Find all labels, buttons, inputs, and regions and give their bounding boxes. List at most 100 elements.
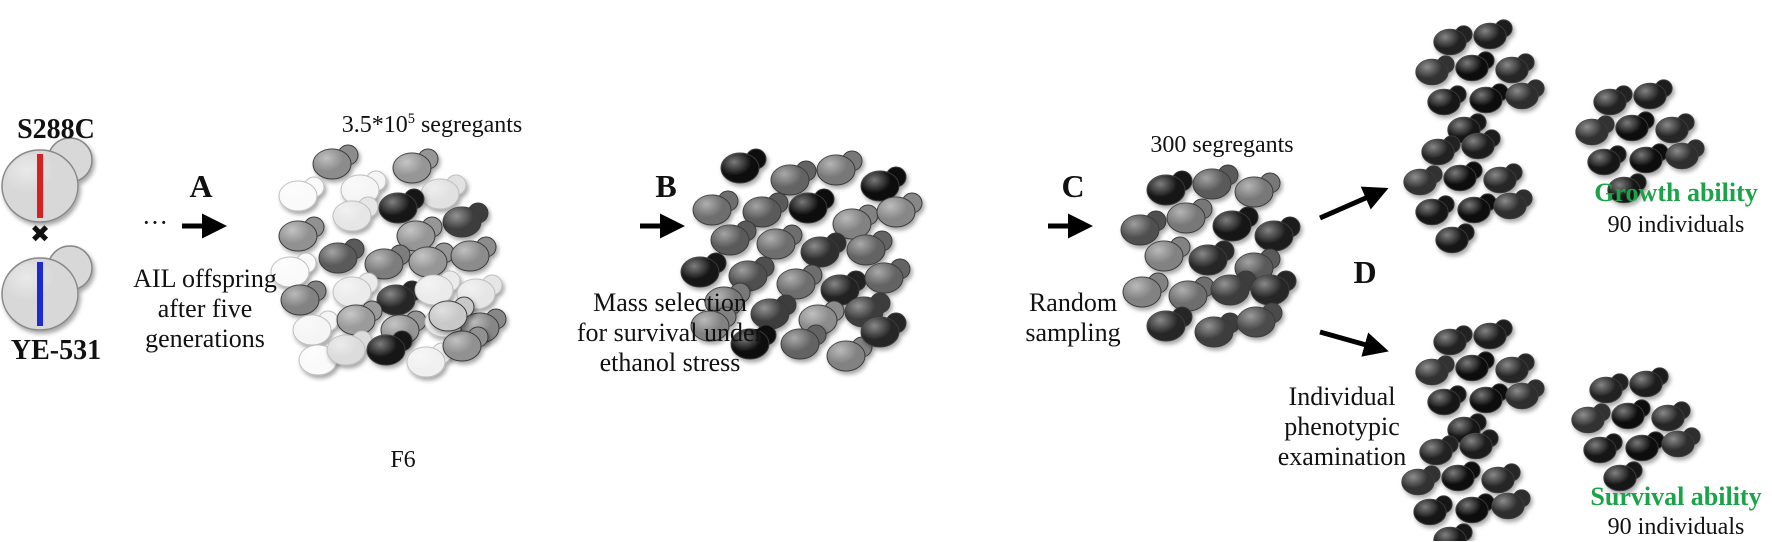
- yeast-cell-icon: [1427, 85, 1467, 116]
- survival-ability-title: Survival ability: [1590, 482, 1762, 511]
- yeast-cell-icon: [1146, 170, 1193, 206]
- step-b-line: for survival under: [576, 317, 764, 347]
- yeast-cell-icon: [1615, 111, 1655, 142]
- yeast-cell-icon: [1457, 193, 1497, 224]
- yeast-cell-icon: [1571, 403, 1611, 434]
- yeast-cell-icon: [278, 216, 325, 252]
- yeast-cell-icon: [1455, 51, 1495, 82]
- yeast-cell-icon: [1146, 306, 1193, 342]
- step-a-line: generations: [145, 323, 265, 353]
- yeast-cell-icon: [1415, 195, 1455, 226]
- yeast-cell-icon: [1611, 399, 1651, 430]
- yeast-cell-icon: [756, 224, 803, 260]
- yeast-cell-icon: [1435, 223, 1475, 254]
- yeast-cell-icon: [336, 300, 383, 336]
- yeast-cell-icon: [1401, 465, 1441, 496]
- step-d-line: phenotypic: [1284, 411, 1400, 441]
- yeast-cell-icon: [332, 272, 379, 308]
- yeast-cell-icon: [1419, 435, 1459, 466]
- yeast-cell-icon: [292, 310, 339, 346]
- yeast-cell-icon: [1495, 53, 1535, 84]
- f6-count-suffix: segregants: [414, 112, 523, 138]
- yeast-cell-icon: [392, 148, 439, 184]
- yeast-cell-icon: [680, 252, 727, 288]
- yeast-cell-icon: [378, 188, 425, 224]
- yeast-cell-icon: [1413, 495, 1453, 526]
- yeast-cell-icon: [1665, 139, 1705, 170]
- step-d-line: examination: [1277, 441, 1407, 471]
- step-c-caption: Random sampling: [1025, 288, 1120, 348]
- yeast-cell-icon: [326, 330, 373, 366]
- yeast-cell-icon: [832, 204, 879, 240]
- yeast-cell-icon: [420, 174, 467, 210]
- yeast-cell-icon: [1491, 489, 1531, 520]
- yeast-cell-icon: [704, 282, 751, 318]
- chromosome-bar: [37, 154, 43, 218]
- yeast-cell-icon: [428, 296, 475, 332]
- yeast-cell-icon: [770, 160, 817, 196]
- yeast-cell-icon: [1469, 383, 1509, 414]
- yeast-cell-icon: [1403, 165, 1443, 196]
- yeast-cell-icon: [1607, 173, 1647, 204]
- yeast-cell-icon: [1473, 19, 1513, 50]
- yeast-cell-icon: [1661, 427, 1701, 458]
- yeast-cell-icon: [730, 324, 777, 360]
- step-d-letter: D: [1353, 254, 1377, 290]
- yeast-cell-icon: [1603, 461, 1643, 492]
- yeast-cell-icon: [1210, 270, 1257, 306]
- yeast-cell-icon: [414, 270, 461, 306]
- yeast-cell-icon: [1483, 163, 1523, 194]
- yeast-cell-icon: [1433, 325, 1473, 356]
- yeast-cell-icon: [820, 270, 867, 306]
- yeast-cell-icon: [1505, 379, 1545, 410]
- yeast-cell-icon: [364, 244, 411, 280]
- yeast-cell-icon: [776, 264, 823, 300]
- arrow-to-growth-icon: [1318, 186, 1389, 221]
- yeast-cell-icon: [742, 192, 789, 228]
- yeast-cell-icon: [1433, 523, 1473, 541]
- yeast-cell-icon: [788, 188, 835, 224]
- yeast-cell-icon: [278, 176, 325, 212]
- cross-symbol: ✖: [29, 222, 51, 248]
- yeast-cell-icon: [1415, 55, 1455, 86]
- yeast-cell-icon: [442, 202, 489, 238]
- yeast-cell-icon: [816, 150, 863, 186]
- parent1-cell-icon: [1, 137, 93, 223]
- step-a-line: after five: [157, 293, 253, 323]
- step-a-letter: A: [189, 168, 213, 204]
- sample-label: 300 segregants: [1150, 132, 1294, 158]
- yeast-cell-icon: [318, 238, 365, 274]
- yeast-cell-icon: [1589, 373, 1629, 404]
- yeast-cell-icon: [1443, 161, 1483, 192]
- chromosome-bar: [37, 262, 43, 326]
- step-b-letter: B: [655, 168, 677, 204]
- step-d-caption: Individual phenotypic examination: [1278, 382, 1407, 472]
- yeast-cell-icon: [1461, 129, 1501, 160]
- yeast-cell-icon: [864, 258, 911, 294]
- yeast-cell-icon: [1587, 145, 1627, 176]
- yeast-cell-icon: [280, 280, 327, 316]
- yeast-cell-icon: [1505, 79, 1545, 110]
- yeast-cell-icon: [780, 324, 827, 360]
- yeast-cell-icon: [1415, 355, 1455, 386]
- step-a-caption: AIL offspring after five generations: [133, 264, 277, 354]
- yeast-cell-icon: [1194, 312, 1241, 348]
- yeast-cell-icon: [800, 232, 847, 268]
- yeast-cell-icon: [1459, 429, 1499, 460]
- yeast-cell-icon: [710, 220, 757, 256]
- yeast-cell-icon: [1192, 164, 1239, 200]
- step-b-line: Mass selection: [593, 288, 747, 317]
- step-c-letter: C: [1061, 168, 1085, 204]
- yeast-cell-icon: [690, 306, 737, 342]
- yeast-cell-icon: [1236, 302, 1283, 338]
- yeast-cell-icon: [860, 312, 907, 348]
- yeast-cell-icon: [1593, 85, 1633, 116]
- ellipsis: ···: [142, 208, 168, 237]
- yeast-cell-icon: [1495, 353, 1535, 384]
- yeast-cell-icon: [1234, 172, 1281, 208]
- yeast-cell-icon: [1473, 319, 1513, 350]
- step-d-line: Individual: [1288, 382, 1396, 411]
- yeast-cell-icon: [798, 300, 845, 336]
- yeast-cell-icon: [1455, 493, 1495, 524]
